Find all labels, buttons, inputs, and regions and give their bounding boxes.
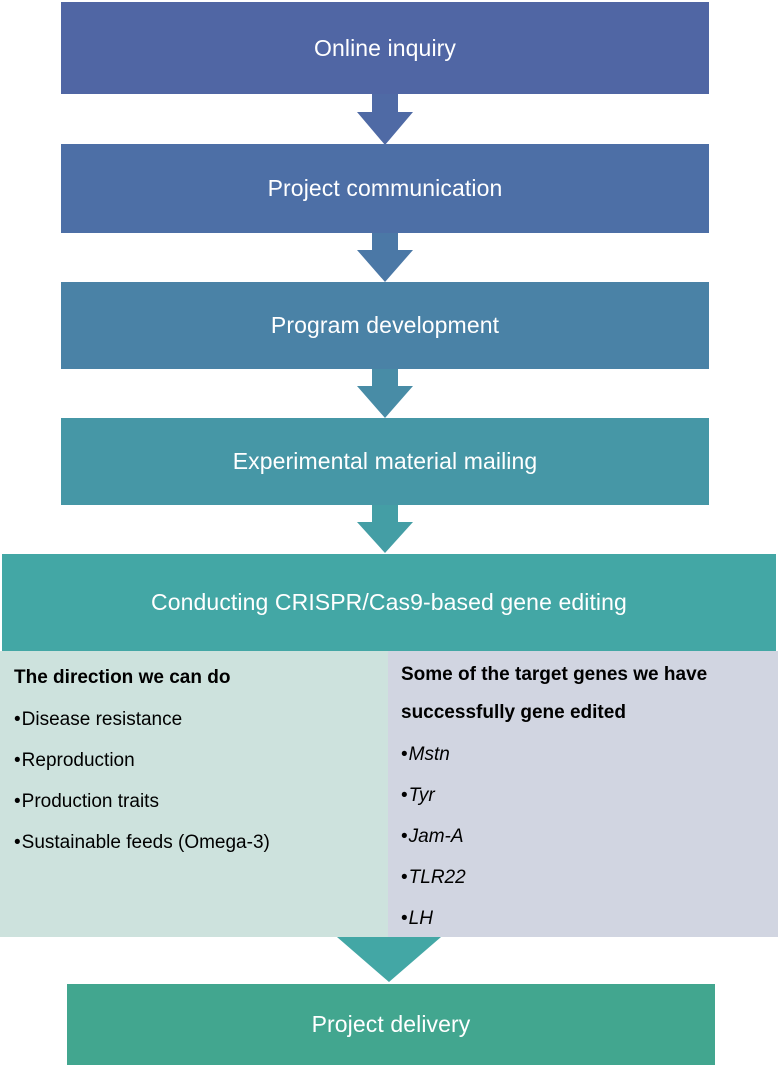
bullet-icon: • — [401, 867, 408, 888]
list-item: •TLR22 — [401, 867, 466, 888]
bullet-icon: • — [401, 744, 408, 765]
step-label: Project communication — [267, 175, 503, 201]
target-genes-heading-line1: Some of the target genes we have — [401, 664, 708, 685]
bullet-icon: • — [401, 785, 408, 806]
arrow-down-icon — [357, 505, 413, 553]
step-label: Conducting CRISPR/Cas9-based gene editin… — [151, 589, 627, 615]
list-item: •Production traits — [14, 791, 159, 812]
step-label: Online inquiry — [313, 34, 457, 61]
bullet-icon: • — [14, 832, 21, 853]
step-online-inquiry: Online inquiry — [61, 2, 709, 94]
list-item: •Jam-A — [401, 826, 464, 847]
step-project-communication: Project communication — [61, 144, 709, 233]
step-label: Project delivery — [311, 1011, 471, 1037]
bullet-icon: • — [401, 826, 408, 847]
bullet-icon: • — [14, 791, 21, 812]
step-crispr-gene-editing: Conducting CRISPR/Cas9-based gene editin… — [2, 554, 776, 651]
list-item: •Disease resistance — [14, 709, 183, 730]
direction-heading: The direction we can do — [14, 667, 231, 688]
target-genes-heading-line2: successfully gene edited — [401, 702, 626, 723]
step-label: Program development — [270, 312, 500, 338]
step-project-delivery: Project delivery — [67, 984, 715, 1065]
target-genes-panel: Some of the target genes we have success… — [388, 651, 778, 937]
target-genes-list: •Mstn •Tyr •Jam-A •TLR22 •LH — [401, 734, 778, 939]
arrow-down-icon — [357, 233, 413, 282]
list-item: •Tyr — [401, 785, 435, 806]
direction-panel: The direction we can do •Disease resista… — [0, 651, 388, 937]
bullet-icon: • — [14, 709, 21, 730]
list-item: •Mstn — [401, 744, 450, 765]
step-experimental-material-mailing: Experimental material mailing — [61, 418, 709, 505]
list-item: •Reproduction — [14, 750, 135, 771]
step-program-development: Program development — [61, 282, 709, 369]
arrow-down-icon — [357, 94, 413, 145]
arrow-down-icon — [337, 937, 441, 982]
direction-list: •Disease resistance •Reproduction •Produ… — [14, 699, 388, 863]
arrow-down-icon — [357, 369, 413, 418]
bullet-icon: • — [14, 750, 21, 771]
list-item: •Sustainable feeds (Omega-3) — [14, 832, 270, 853]
list-item: •LH — [401, 908, 433, 929]
step-label: Experimental material mailing — [232, 448, 538, 474]
bullet-icon: • — [401, 908, 408, 929]
